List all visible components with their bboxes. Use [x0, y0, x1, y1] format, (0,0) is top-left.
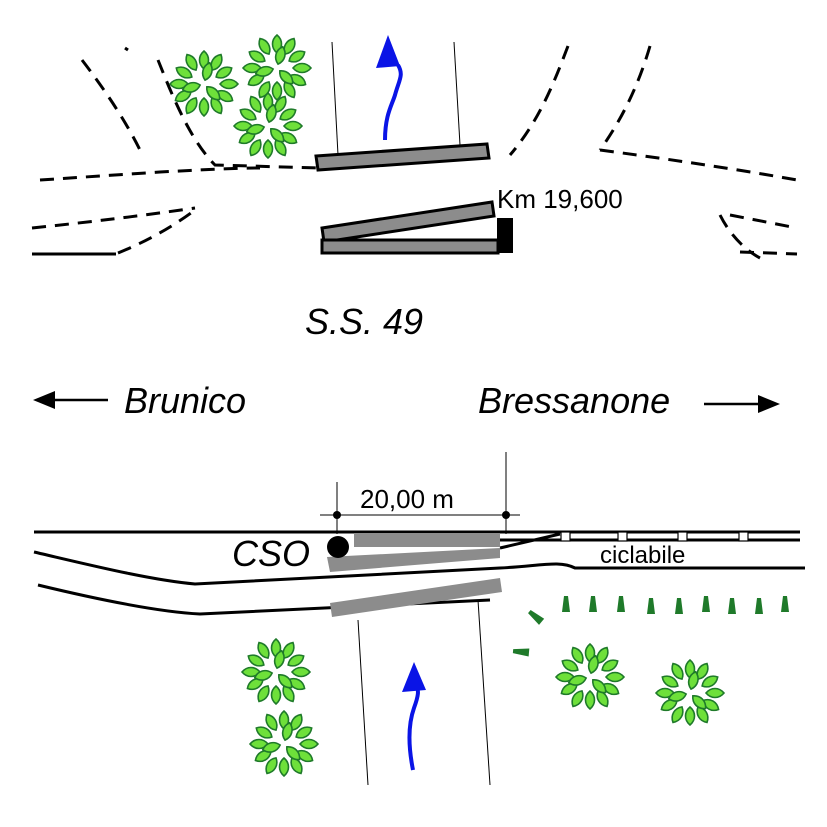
- station-marker: [327, 536, 349, 558]
- road-edge-upper: [33, 550, 805, 586]
- road-edge-lower: [37, 583, 491, 616]
- left-destination-label: Brunico: [124, 380, 246, 421]
- road-label: S.S. 49: [305, 301, 423, 342]
- shrub-icon: [512, 596, 789, 657]
- left-arrow-icon: [33, 391, 108, 409]
- station-label: CSO: [232, 533, 310, 574]
- river-bank-left-top: [331, 41, 339, 156]
- tree-icon: [170, 35, 311, 158]
- ramp-deck-upper-part: [320, 200, 496, 244]
- flow-arrow-icon-bottom: [402, 662, 426, 771]
- dashed-roads-right: [508, 45, 798, 260]
- river-bank-left-bottom: [357, 619, 369, 786]
- bridge-deck-downstream: [330, 578, 502, 617]
- cycle-path-posts: [560, 531, 749, 542]
- bridge-deck-wedge: [327, 548, 500, 572]
- dimension-tick-left: [333, 511, 341, 519]
- upstream-section: Km 19,600 S.S. 49: [31, 35, 798, 342]
- road-edge-joint: [499, 532, 561, 550]
- bridge-deck-top-lower: [354, 533, 500, 547]
- dimension-line: [320, 452, 520, 534]
- dimension-tick-right: [502, 511, 510, 519]
- ramp-deck-base: [320, 238, 500, 255]
- river-bank-right-top: [453, 41, 461, 146]
- river-bank-right-bottom: [477, 599, 491, 786]
- km-marker-label: Km 19,600: [497, 184, 623, 214]
- dashed-roads-left: [31, 46, 321, 255]
- right-destination-label: Bressanone: [478, 380, 670, 421]
- downstream-section: 20,00 m ciclabile CSO: [33, 452, 805, 786]
- cycle-path-label: ciclabile: [600, 542, 685, 569]
- tree-icon: [242, 639, 724, 776]
- direction-labels: Brunico Bressanone: [33, 380, 780, 421]
- ramp-abutment: [497, 218, 513, 253]
- distance-label: 20,00 m: [360, 484, 454, 514]
- bridge-deck-upper: [314, 142, 491, 172]
- flow-arrow-icon-top: [376, 35, 403, 141]
- right-arrow-icon: [704, 395, 780, 413]
